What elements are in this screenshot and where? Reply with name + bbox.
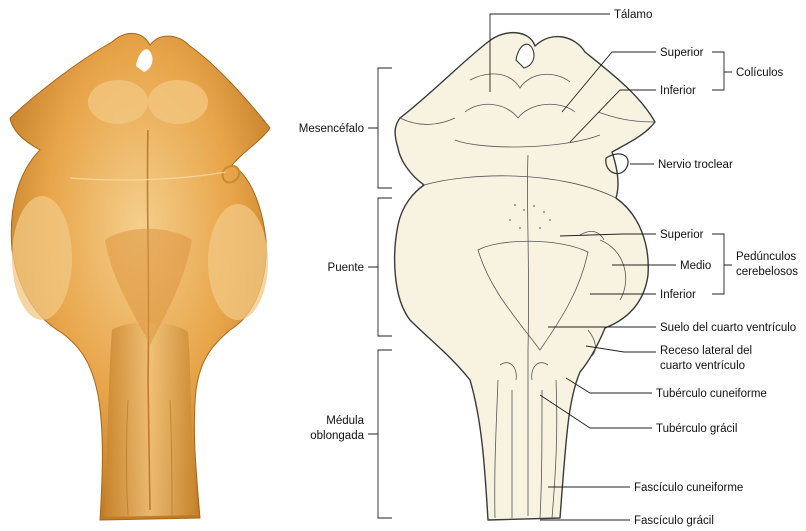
label-pedunculo-inferior: Inferior <box>660 289 696 301</box>
specimen-colliculus-right <box>148 80 208 124</box>
bracket-mesencefalo <box>368 68 392 188</box>
specimen-peduncle-right <box>208 204 268 320</box>
left-brackets <box>368 68 392 518</box>
bracket-pedunculos <box>712 234 732 294</box>
label-tuberculo-gracil: Tubérculo grácil <box>656 423 737 435</box>
label-medula-line1: Médula <box>326 415 364 427</box>
label-coliculo-inferior: Inferior <box>660 85 696 97</box>
specimen-colliculus-left <box>88 80 148 124</box>
bracket-medula <box>368 350 392 518</box>
label-medula-line2: oblongada <box>310 430 364 442</box>
label-pedunculos-line2: cerebelosos <box>736 266 798 278</box>
brainstem-drawing <box>395 33 655 520</box>
label-coliculo-superior: Superior <box>660 47 704 59</box>
label-fasciculo-gracil: Fascículo grácil <box>634 515 714 527</box>
label-tuberculo-cuneiforme: Tubérculo cuneiforme <box>656 388 767 400</box>
specimen-medulla <box>104 323 198 517</box>
label-puente: Puente <box>328 262 364 274</box>
bracket-puente <box>368 198 392 336</box>
label-coliculos: Colículos <box>736 67 784 79</box>
leader-tuberculo-cuneiforme <box>566 378 652 393</box>
specimen-photograph <box>10 33 270 520</box>
label-suelo-cuarto-ventriculo: Suelo del cuarto ventrículo <box>660 322 796 334</box>
label-pedunculo-superior: Superior <box>660 229 704 241</box>
right-brackets <box>712 52 732 294</box>
label-nervio-troclear: Nervio troclear <box>658 159 733 171</box>
label-pedunculos-line1: Pedúnculos <box>736 251 796 263</box>
label-mesencefalo: Mesencéfalo <box>299 123 364 135</box>
label-pedunculo-medio: Medio <box>680 260 711 272</box>
label-receso-lateral-line1: Receso lateral del <box>660 345 752 357</box>
bracket-coliculos <box>712 52 732 90</box>
label-fasciculo-cuneiforme: Fascículo cuneiforme <box>634 482 743 494</box>
label-receso-lateral-line2: cuarto ventrículo <box>660 360 745 372</box>
drawing-outline <box>395 33 655 520</box>
label-talamo: Tálamo <box>614 9 652 21</box>
specimen-peduncle-left <box>12 196 72 320</box>
